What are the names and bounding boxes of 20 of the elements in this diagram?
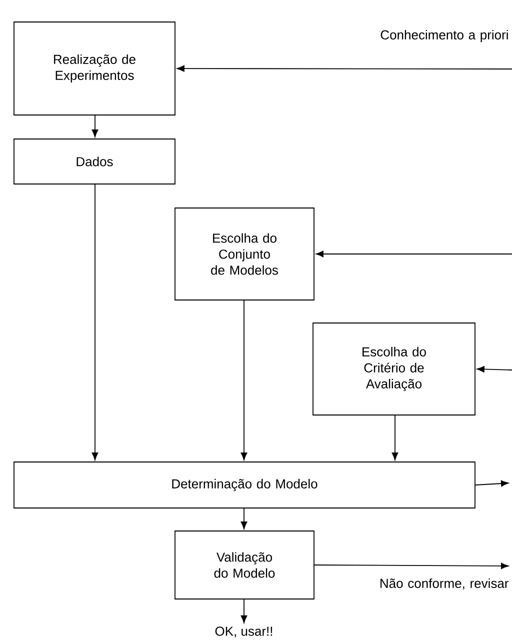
- arrow: [392, 415, 398, 460]
- edge-label: Não conforme, revisar: [380, 578, 509, 590]
- process-box: Escolha do Conjunto de Modelos: [174, 208, 314, 300]
- arrow: [240, 300, 248, 460]
- process-box: Escolha do Critério de Avaliação: [312, 322, 476, 416]
- process-box: Realização de Experimentos: [14, 22, 176, 116]
- edge-label: Conhecimento a priori: [380, 30, 508, 42]
- arrow: [475, 480, 509, 487]
- arrow: [240, 508, 248, 530]
- arrow: [316, 250, 512, 258]
- process-box: Dados: [14, 138, 176, 184]
- arrow: [92, 184, 98, 460]
- arrow: [314, 562, 509, 570]
- process-box: Validação do Modelo: [174, 530, 314, 600]
- process-box: Determinação do Modelo: [14, 462, 476, 508]
- arrow: [176, 65, 512, 72]
- arrow: [476, 366, 512, 372]
- arrow: [92, 115, 98, 138]
- arrow: [240, 599, 248, 624]
- result-text: OK, usar!!: [215, 626, 272, 638]
